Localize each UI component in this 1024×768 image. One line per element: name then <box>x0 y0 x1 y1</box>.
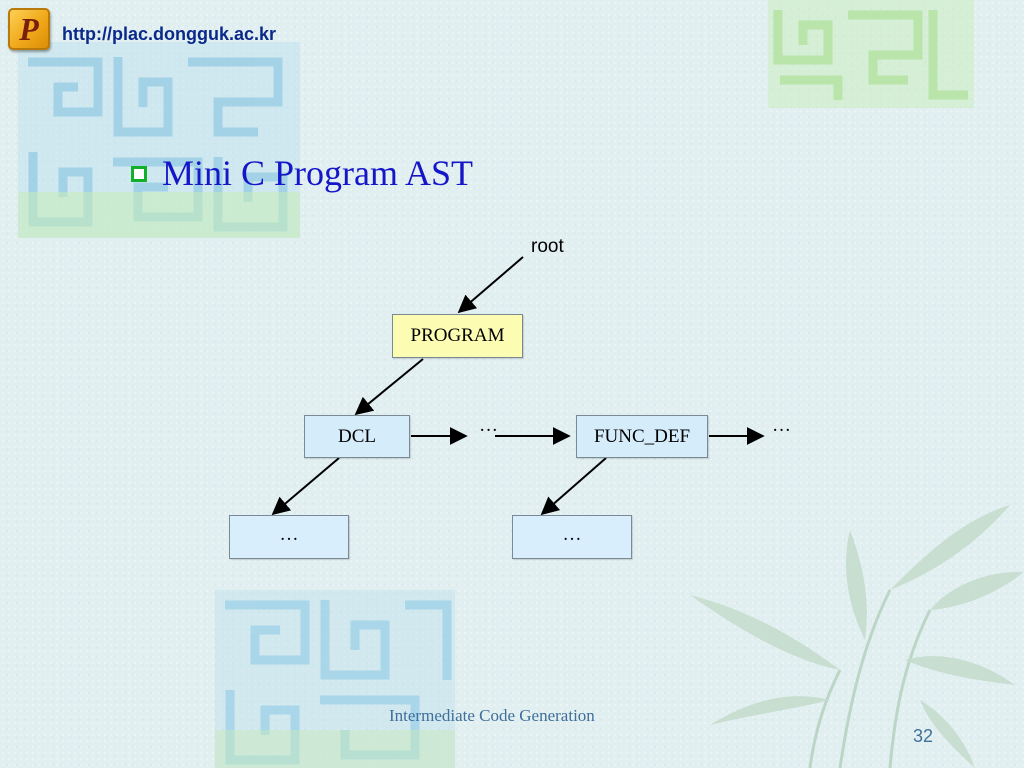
node-func-def-child-label: … <box>562 524 582 545</box>
p-logo-icon: P <box>8 8 50 50</box>
fret-pattern-top-right <box>768 0 974 108</box>
node-program: PROGRAM <box>392 314 523 358</box>
node-dcl-child: … <box>229 515 349 559</box>
fret-pattern-top-left <box>18 42 300 238</box>
edge-funcdef-to-child <box>540 457 607 516</box>
edge-root-to-program <box>457 256 524 314</box>
edge-program-to-dcl <box>354 358 424 416</box>
node-dcl-child-label: … <box>279 524 299 545</box>
node-dcl: DCL <box>304 415 410 458</box>
bamboo-leaf-decoration <box>690 500 1024 768</box>
ellipsis-after-dcl: ··· <box>479 420 498 441</box>
node-func-def: FUNC_DEF <box>576 415 708 458</box>
site-url-link[interactable]: http://plac.dongguk.ac.kr <box>62 24 277 44</box>
node-dcl-label: DCL <box>338 425 376 447</box>
ellipsis-after-func-def: ··· <box>772 420 791 441</box>
page-number: 32 <box>913 726 934 746</box>
edge-dcl-to-child <box>271 457 340 516</box>
root-label: root <box>531 236 564 257</box>
node-func-def-label: FUNC_DEF <box>593 425 691 447</box>
slide-title: Mini C Program AST <box>162 153 474 193</box>
logo-letter: P <box>19 11 39 47</box>
square-bullet-icon <box>131 166 147 182</box>
node-func-def-child: … <box>512 515 632 559</box>
footer-title: Intermediate Code Generation <box>389 706 595 725</box>
fret-pattern-bottom-center <box>215 590 455 768</box>
node-program-label: PROGRAM <box>410 325 505 346</box>
